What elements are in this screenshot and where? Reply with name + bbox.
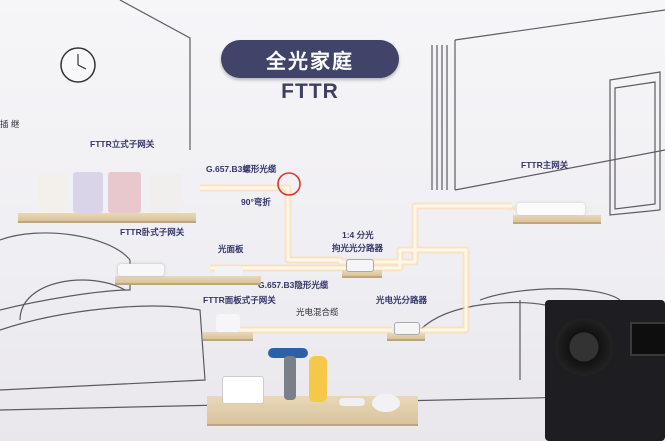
splitter-device [346,259,374,272]
cable-coil [372,394,400,412]
horizontal-gateway-device [118,264,164,276]
label-hybrid-cable: 光电混合缆 [296,307,339,317]
label-splitter-line1: 1:4 分光 [342,230,374,240]
shelf-main-gateway [513,215,601,224]
vertical-gateway-pink [108,172,141,213]
main-gateway-device [517,203,585,215]
fiber-tool-handle [284,356,296,400]
shelf-optical-panel [203,276,261,285]
label-optical-panel: 光面板 [218,244,244,254]
subtitle: FTTR [281,80,339,103]
speaker-icon [555,318,613,376]
shelf-panel-gateway [203,332,253,341]
label-fttr-panel: FTTR面板式子网关 [203,295,276,305]
opto-splitter-device [394,322,420,335]
label-opto-elec-splitter: 光电光分路器 [376,295,428,305]
shelf-horizontal-gateway [115,276,203,285]
display-cabinet [545,300,665,441]
label-g657-spiral: G.657.B3螺形光缆 [206,164,277,174]
vertical-gateway-lavender [73,172,103,213]
accessory-small [339,398,365,406]
cabinet-screen [630,322,665,356]
product-box [222,376,264,404]
label-fttr-main: FTTR主网关 [521,160,569,170]
vertical-gateway-white [38,174,68,213]
label-fttr-horizontal: FTTR卧式子网关 [120,227,185,237]
bend-highlight-circle [277,172,301,196]
bottle-yellow [309,356,327,402]
vertical-gateway-cream [149,174,181,213]
wall-clock-icon [60,47,96,83]
wall-partial-text: 插 继 [0,119,20,129]
fiber-tool-blue [268,348,308,358]
shelf-opto-splitter [387,333,425,341]
title-badge: 全光家庭 [221,40,399,78]
label-splitter-line2: 拘光光分路器 [332,243,384,253]
label-bend-90: 90°弯折 [241,197,271,207]
shelf-splitter [342,270,382,278]
shelf-vertical-gateways [18,213,196,223]
optical-panel-device [215,266,243,276]
label-g657-invisible: G.657.B3隐形光缆 [258,280,329,290]
panel-gateway-device [216,314,240,332]
label-fttr-vertical: FTTR立式子网关 [90,139,155,149]
